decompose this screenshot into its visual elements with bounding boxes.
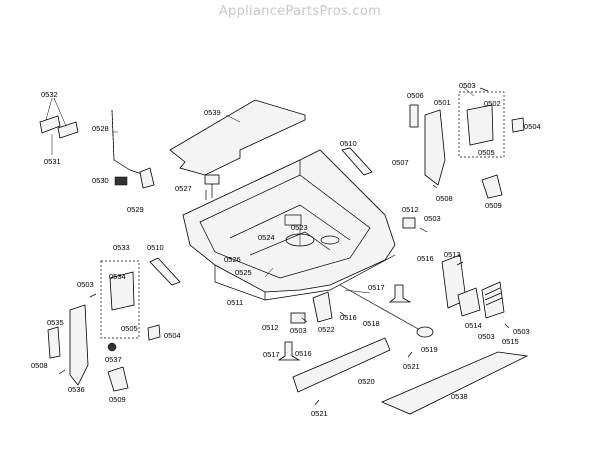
part-labels: 0532 0531 0528 0539 0530 0529 0527 0510 … [31,81,541,418]
leader-lines [45,86,475,294]
label-0537: 0537 [105,355,122,364]
label-0503-top: 0503 [459,81,476,90]
label-0522: 0522 [318,325,335,334]
label-0517-left: 0517 [263,350,280,359]
part-0529-fitting[interactable] [139,167,155,189]
label-0504-right: 0504 [524,122,541,131]
label-0501: 0501 [434,98,451,107]
label-0523: 0523 [291,223,308,232]
label-0521-right: 0521 [403,362,420,371]
label-0535: 0535 [47,318,64,327]
label-0533: 0533 [113,243,130,252]
label-0516-left: 0516 [295,349,312,358]
part-0537-bushing[interactable] [107,342,117,352]
label-0519: 0519 [421,345,438,354]
label-0526: 0526 [224,255,241,264]
part-0506-bracket[interactable] [409,104,419,128]
part-0510-strip-right[interactable] [341,147,373,176]
part-0514-cover[interactable] [457,287,481,317]
part-0535-housing[interactable] [47,326,61,359]
label-0525: 0525 [235,268,252,277]
part-0509-catch-left[interactable] [107,366,129,392]
label-0516-right: 0516 [417,254,434,263]
part-0538-base-panel[interactable] [380,351,529,415]
label-0514: 0514 [465,321,482,330]
part-0517-foot-left[interactable] [277,341,301,361]
label-0511: 0511 [227,298,243,307]
part-0517-foot-right[interactable] [388,284,412,303]
label-0506: 0506 [407,91,424,100]
label-0532: 0532 [41,90,58,99]
label-0513: 0513 [444,250,461,259]
label-0509-left: 0509 [109,395,126,404]
part-0519-float[interactable] [416,326,434,338]
label-0538: 0538 [451,392,468,401]
part-0539-cover-plate[interactable] [169,99,306,176]
part-0510-strip-left[interactable] [149,257,181,286]
label-0516-mid: 0516 [340,313,357,322]
label-0524: 0524 [258,233,275,242]
watermark: AppliancePartsPros.com [218,4,382,19]
part-0522-valve[interactable] [312,291,333,323]
label-0503-mid: 0503 [424,214,441,223]
part-0520-toe-kick[interactable] [292,337,391,393]
part-0518-rod [339,284,421,331]
label-0508-left: 0508 [31,361,48,370]
part-0512-plate-lower[interactable] [290,312,306,324]
label-0528: 0528 [92,124,109,133]
label-0536: 0536 [68,385,85,394]
label-0531: 0531 [44,157,61,166]
label-0529: 0529 [127,205,144,214]
label-0530: 0530 [92,176,109,185]
label-0505-left: 0505 [121,324,138,333]
label-0510-right: 0510 [340,139,357,148]
part-0515-vent[interactable] [481,281,505,319]
part-0527-bracket[interactable] [204,174,220,185]
part-0509-catch-right[interactable] [481,174,503,199]
label-0504-left: 0504 [164,331,181,340]
part-0504-cap-left[interactable] [147,324,161,341]
label-0503-low-right: 0503 [478,332,495,341]
part-0507-bracket[interactable] [424,109,446,186]
label-0505-right: 0505 [478,148,495,157]
label-0507: 0507 [392,158,409,167]
label-0512-lower: 0512 [262,323,279,332]
part-0532-clips[interactable] [39,115,79,139]
label-0521-left: 0521 [311,409,328,418]
part-0501-latch[interactable] [466,104,494,146]
label-0527: 0527 [175,184,192,193]
label-0517-right: 0517 [368,283,385,292]
label-0503-center: 0503 [290,326,307,335]
part-0528-hose[interactable] [111,109,146,176]
label-0520: 0520 [358,377,375,386]
label-0508-right: 0508 [436,194,453,203]
label-0503-left: 0503 [77,280,94,289]
label-0515: 0515 [502,337,519,346]
label-0509-right: 0509 [485,201,502,210]
part-0504-cap[interactable] [511,117,525,133]
label-0534: 0534 [109,272,126,281]
label-0510-left: 0510 [147,243,164,252]
part-0512-plate-upper[interactable] [402,217,416,229]
part-0530-clip[interactable] [114,176,128,186]
label-0503-right: 0503 [513,327,530,336]
label-0518: 0518 [363,319,380,328]
label-0512-upper: 0512 [402,205,419,214]
screws [58,87,510,406]
part-0534-latch[interactable] [109,271,135,311]
label-0502: 0502 [484,99,501,108]
part-0536-bracket[interactable] [69,304,89,386]
label-0539: 0539 [204,108,221,117]
